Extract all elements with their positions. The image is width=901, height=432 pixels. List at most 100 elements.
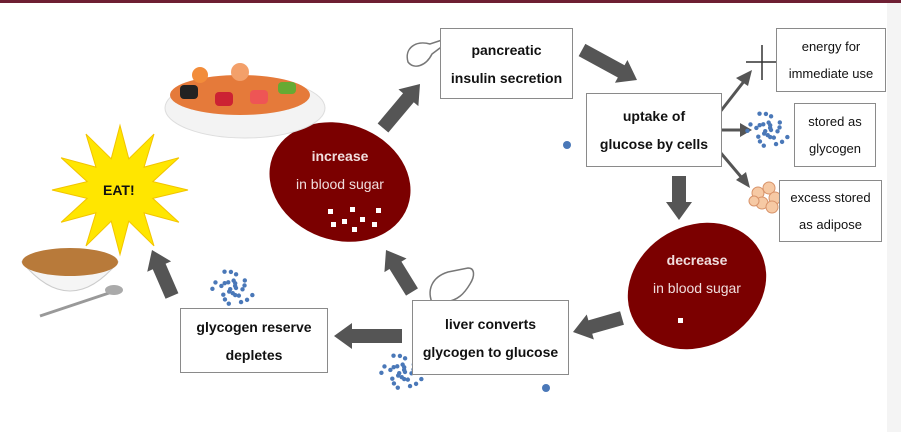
glycogen-dot: [390, 376, 395, 381]
glycogen-dot: [763, 111, 769, 117]
glycogen-dot: [779, 139, 785, 145]
glycogen-dot: [391, 353, 396, 358]
glycogen-dot: [232, 283, 238, 289]
glycogen-dot: [407, 383, 413, 389]
node-label: liver converts: [444, 315, 537, 332]
node-label: increase: [311, 148, 369, 164]
glycogen-dot: [213, 280, 218, 285]
branch-arrow-adipose: [718, 151, 744, 179]
decrease-ellipse: [627, 222, 767, 350]
glycogen-dot: [233, 272, 239, 277]
node-label: glycogen: [808, 141, 862, 156]
increase-ellipse: [269, 122, 411, 242]
glycogen-dot: [228, 269, 234, 275]
glucose-dot: [542, 384, 550, 392]
glycogen-dot: [382, 364, 387, 369]
glycogen-dot: [763, 128, 768, 134]
cereal-bowl-image: [20, 248, 123, 318]
arrow-to-uptake: [578, 43, 637, 83]
node-label: glycogen reserve: [196, 318, 312, 335]
glycogen-dot: [757, 122, 762, 128]
glycogen-dot: [395, 385, 400, 390]
glycogen-dot: [226, 280, 231, 285]
arrowhead-energy: [736, 70, 752, 86]
decrease-label: decrease in blood sugar: [637, 252, 757, 296]
sushi-plate-image: [164, 63, 326, 139]
glycogen-dot: [222, 297, 228, 302]
glycogen-dot: [767, 125, 773, 131]
node-label: insulin secretion: [450, 69, 563, 86]
node-label: excess stored: [790, 190, 871, 205]
glycogen-dot: [785, 134, 790, 140]
arrows: [147, 43, 692, 349]
arrow-to-liver: [573, 311, 624, 340]
node-label: pancreatic: [471, 41, 542, 58]
glycogen-dot: [775, 129, 780, 134]
node-label: depletes: [225, 346, 283, 363]
glycogen-dot: [761, 143, 766, 148]
arrow-to-eat: [147, 250, 179, 299]
stored-glycogen-box: stored as glycogen: [794, 103, 876, 167]
liver-converts-box: liver converts glycogen to glucose: [412, 300, 569, 375]
glycogen-dot: [761, 122, 766, 127]
glycogen-dot: [754, 125, 759, 131]
glycogen-dot: [745, 128, 750, 134]
glycogen-dot: [228, 286, 233, 292]
arrow-to-decrease: [666, 176, 692, 220]
sparkle-icon: [746, 45, 780, 80]
glycogen-dot: [757, 139, 763, 144]
node-label: immediate use: [788, 66, 874, 81]
increase-label: increase in blood sugar: [280, 148, 400, 192]
node-label: in blood sugar: [296, 176, 384, 192]
pancreatic-insulin-box: pancreatic insulin secretion: [440, 28, 573, 99]
glycogen-dot: [768, 114, 774, 119]
node-label: stored as: [808, 114, 862, 129]
glycogen-dot: [771, 135, 777, 140]
glycogen-dot: [222, 269, 227, 274]
glycogen-dot: [379, 370, 384, 376]
glycogen-dot: [240, 287, 245, 292]
glycogen-dot: [238, 299, 244, 305]
glycogen-dot: [219, 283, 224, 289]
right-strip: [887, 3, 901, 432]
branch-arrow-energy: [718, 79, 747, 113]
node-label: in blood sugar: [653, 280, 741, 296]
glycogen-dot: [236, 293, 242, 298]
node-label: glycogen to glucose: [422, 343, 559, 360]
eat-starburst: [51, 123, 189, 257]
glycogen-dot: [395, 364, 400, 369]
arrowhead-adipose: [736, 172, 750, 188]
arrow-to-pancreas: [377, 84, 420, 133]
node-label: energy for: [801, 39, 861, 54]
glycogen-icons: [210, 111, 790, 390]
glycogen-dot: [230, 290, 235, 296]
arrow-to-reserve: [334, 323, 402, 349]
glycogen-dot: [405, 377, 411, 382]
glucose-uptake-box: uptake of glucose by cells: [586, 93, 722, 167]
glycogen-dot: [773, 141, 779, 147]
energy-box: energy for immediate use: [776, 28, 886, 92]
adipose-box: excess stored as adipose: [779, 180, 882, 242]
glycogen-dot: [391, 381, 397, 386]
sugar-cubes: [328, 207, 683, 323]
glycogen-dot: [756, 134, 761, 139]
glycogen-dot: [222, 280, 227, 286]
glycogen-dot: [210, 286, 215, 292]
glycogen-dot: [244, 297, 250, 303]
node-label: decrease: [666, 252, 728, 268]
glycogen-dot: [388, 367, 393, 373]
glycogen-dot: [399, 374, 404, 380]
glucose-dot: [563, 141, 571, 149]
glycogen-dot: [397, 370, 402, 376]
glycogen-dot: [242, 283, 247, 288]
glycogen-dot: [221, 292, 226, 297]
glycogen-dot: [419, 376, 424, 382]
glycogen-dot: [391, 364, 396, 370]
glycogen-dot: [242, 278, 248, 283]
glycogen-dot: [757, 111, 762, 116]
glycogen-dot: [226, 301, 231, 306]
adipose-icon: [748, 181, 782, 214]
glycogen-dot: [765, 132, 770, 138]
glycogen-dot: [401, 367, 407, 373]
